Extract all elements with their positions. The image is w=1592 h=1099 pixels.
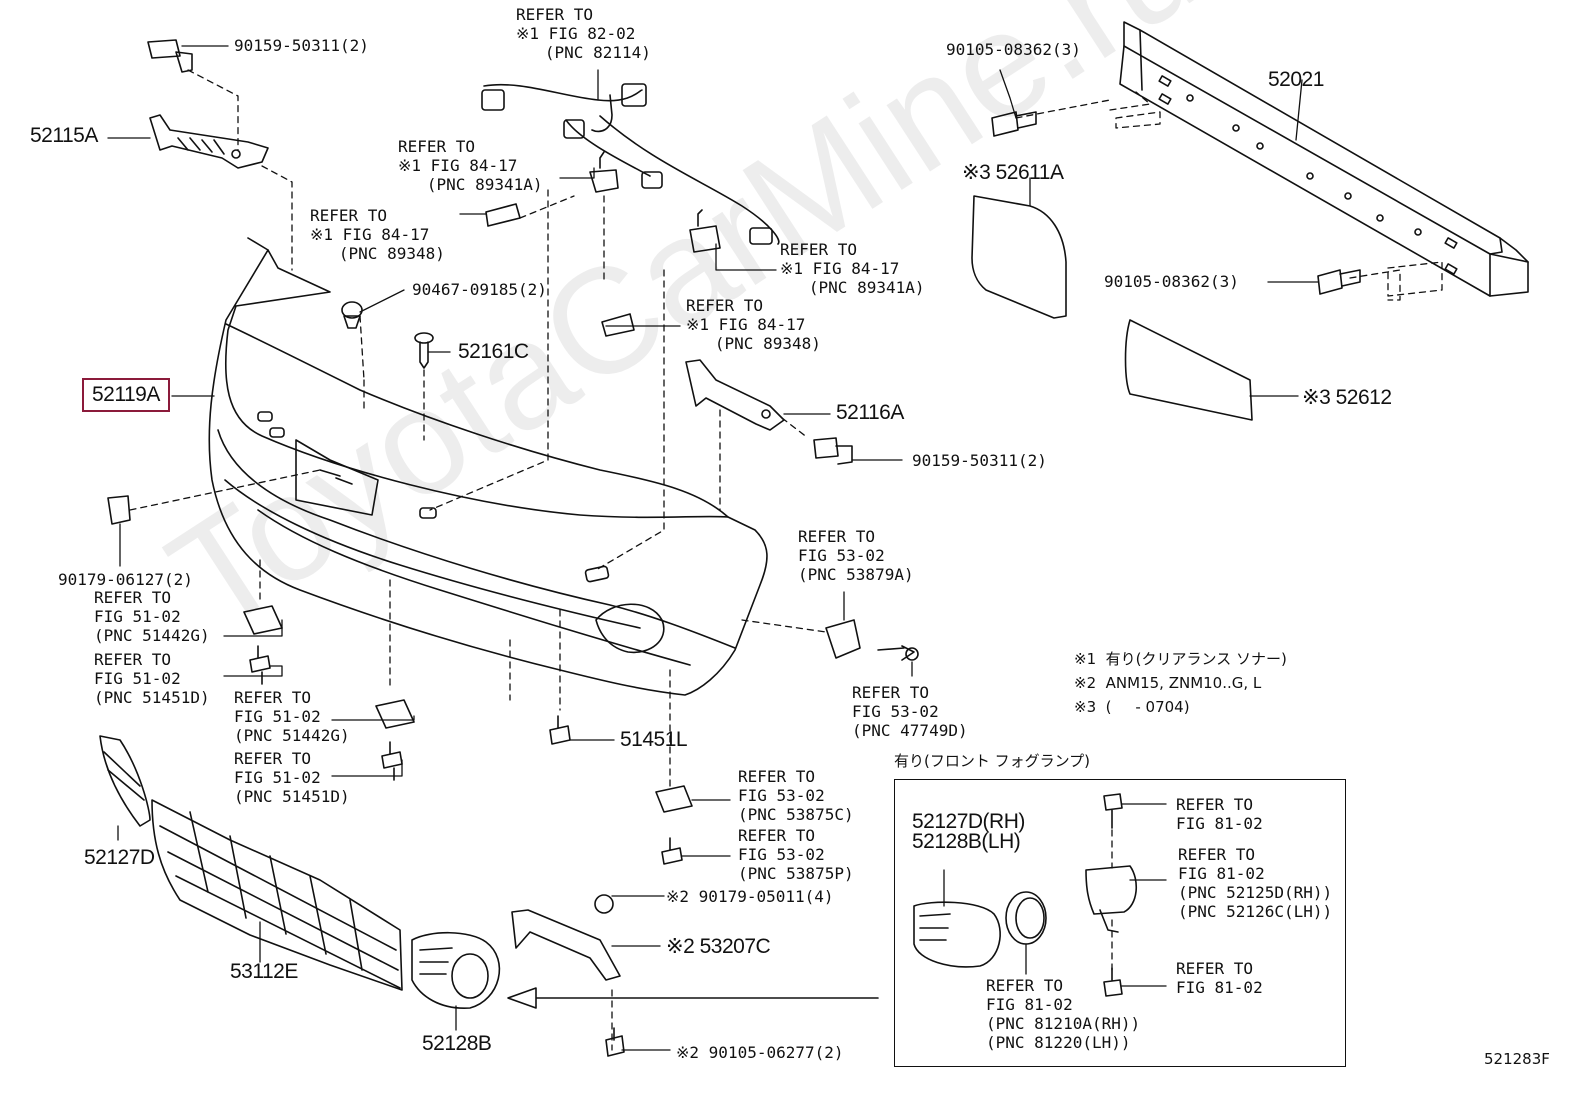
label-refer-51451d-a: REFER TO FIG 51-02 (PNC 51451D) [94, 650, 210, 707]
label-refer-51442g-a: REFER TO FIG 51-02 (PNC 51442G) [94, 588, 210, 645]
label-refer-81210a: REFER TO FIG 81-02 (PNC 81210A(RH)) (PNC… [986, 976, 1141, 1052]
label-refer-82114: REFER TO ※1 FIG 82-02 (PNC 82114) [516, 5, 651, 62]
part-52127d-rh-52128b-lh[interactable]: 52127D(RH) 52128B(LH) [912, 810, 1025, 853]
part-52611a[interactable]: ※3 52611A [962, 161, 1064, 184]
part-52116a[interactable]: 52116A [836, 401, 904, 424]
arrow-head [507, 987, 537, 1009]
label-90105-top: 90105-08362(3) [946, 40, 1081, 59]
note-1: ※1 有り(クリアランス ソナー) [1074, 650, 1287, 668]
label-90179-05011: ※2 90179-05011(4) [666, 887, 834, 906]
label-refer-89341a-right: REFER TO ※1 FIG 84-17 (PNC 89341A) [780, 240, 925, 297]
cover-52128b-drawing [411, 931, 501, 1009]
dashed-leaders [129, 69, 1443, 1051]
note-3: ※3 ( - 0704) [1074, 698, 1190, 716]
label-refer-89341a-top: REFER TO ※1 FIG 84-17 (PNC 89341A) [398, 137, 543, 194]
label-90105-06277: ※2 90105-06277(2) [676, 1043, 844, 1062]
harness-drawing [481, 83, 780, 245]
label-90105-mid: 90105-08362(3) [1104, 272, 1239, 291]
label-refer-81-02-top: REFER TO FIG 81-02 [1176, 795, 1263, 833]
part-53112e[interactable]: 53112E [230, 960, 298, 983]
clip-90179-drawing [107, 495, 131, 525]
part-53207c[interactable]: ※2 53207C [666, 935, 771, 958]
bracket-52115a-drawing [149, 114, 269, 169]
label-90467: 90467-09185(2) [412, 280, 547, 299]
part-52128b[interactable]: 52128B [422, 1032, 492, 1055]
figure-code: 521283F [1484, 1050, 1550, 1068]
bracket-52116a-drawing [685, 359, 785, 431]
bracket-53207c-drawing [511, 894, 625, 1057]
screw-52161c-drawing [414, 332, 434, 369]
bolt-90159-top-drawing [147, 39, 193, 73]
fog-box-title: 有り(フロント フォグランプ) [894, 752, 1091, 770]
part-52127d[interactable]: 52127D [84, 846, 155, 869]
label-refer-53875c: REFER TO FIG 53-02 (PNC 53875C) [738, 767, 854, 824]
fog-lamp-box [894, 779, 1346, 1067]
label-refer-47749d: REFER TO FIG 53-02 (PNC 47749D) [852, 683, 968, 740]
label-90179-06127: 90179-06127(2) [58, 570, 193, 589]
clip-90467-drawing [341, 301, 363, 329]
bolts-90105-drawing [991, 111, 1361, 295]
fasteners-right-drawing [655, 619, 919, 865]
cover-52127d-drawing [99, 735, 151, 827]
label-90159-mid: 90159-50311(2) [912, 451, 1047, 470]
label-refer-52125d: REFER TO FIG 81-02 (PNC 52125D(RH)) (PNC… [1178, 845, 1333, 921]
label-refer-81-02-bottom: REFER TO FIG 81-02 [1176, 959, 1263, 997]
reinforcement-52021-drawing [1119, 21, 1529, 297]
label-refer-89348-left: REFER TO ※1 FIG 84-17 (PNC 89348) [310, 206, 445, 263]
part-52612[interactable]: ※3 52612 [1302, 386, 1392, 409]
grille-53112e-drawing [151, 799, 403, 991]
label-refer-51451d-b: REFER TO FIG 51-02 (PNC 51451D) [234, 749, 350, 806]
bolt-90159-mid-drawing [813, 437, 853, 465]
label-refer-53875p: REFER TO FIG 53-02 (PNC 53875P) [738, 826, 854, 883]
bumper-cover-drawing [208, 237, 768, 696]
label-90159-top: 90159-50311(2) [234, 36, 369, 55]
leaders [107, 45, 1319, 1051]
label-refer-89348-mid: REFER TO ※1 FIG 84-17 (PNC 89348) [686, 296, 821, 353]
absorbers-drawing [971, 195, 1253, 421]
fasteners-left-drawing [243, 605, 571, 781]
part-52161c[interactable]: 52161C [458, 340, 529, 363]
part-52021[interactable]: 52021 [1268, 68, 1324, 91]
label-refer-53879a: REFER TO FIG 53-02 (PNC 53879A) [798, 527, 914, 584]
label-refer-51442g-b: REFER TO FIG 51-02 (PNC 51442G) [234, 688, 350, 745]
part-52119a-highlighted[interactable]: 52119A [82, 378, 170, 412]
note-2: ※2 ANM15, ZNM10..G, L [1074, 674, 1262, 692]
part-52115a[interactable]: 52115A [30, 124, 98, 147]
part-51451l[interactable]: 51451L [620, 728, 688, 751]
